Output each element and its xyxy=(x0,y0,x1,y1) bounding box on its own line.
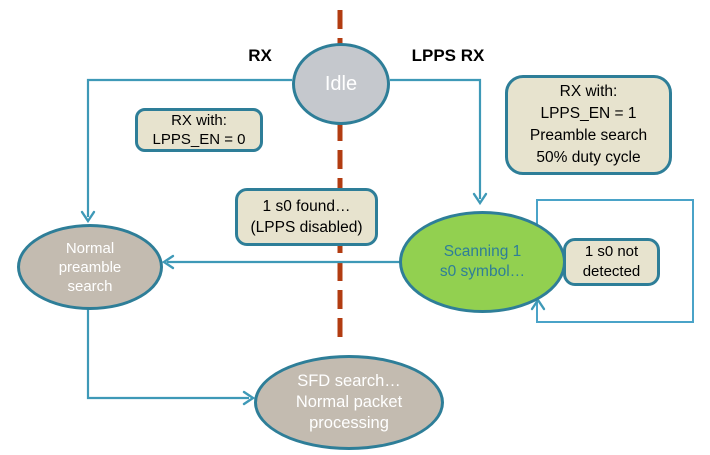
edge-normal-to-sfd xyxy=(86,309,249,400)
state-scanning-s0-symbol: Scanning 1 s0 symbol… xyxy=(399,211,566,313)
arrowhead-down-into-normal xyxy=(80,210,96,224)
state-label-line: Normal xyxy=(65,239,115,257)
state-normal-preamble-search: Normal preamble search xyxy=(17,224,163,310)
state-label-line: processing xyxy=(309,414,389,432)
state-idle: Idle xyxy=(292,43,390,125)
edge-label-rx: RX xyxy=(248,46,272,65)
callout-s0-found: 1 s0 found… (LPPS disabled) xyxy=(235,188,378,246)
state-label-line: SFD search… xyxy=(297,372,401,390)
state-label-line: preamble xyxy=(58,258,122,276)
arrowhead-down-into-scanning xyxy=(472,192,488,206)
callout-line: 1 s0 not xyxy=(584,243,639,260)
callout-rx-lpps-disabled: RX with: LPPS_EN = 0 xyxy=(135,108,263,152)
state-sfd-search-packet-processing: SFD search… Normal packet processing xyxy=(254,355,444,450)
callout-line: (LPPS disabled) xyxy=(250,219,363,236)
callout-line: Preamble search xyxy=(529,127,648,144)
edge-label-lpps-rx: LPPS RX xyxy=(411,46,485,65)
arrowhead-left-into-normal xyxy=(161,254,175,270)
state-label-line: Normal packet xyxy=(295,393,403,411)
callout-line: LPPS_EN = 1 xyxy=(540,105,637,122)
callout-line: 1 s0 found… xyxy=(262,198,351,215)
state-label-line: search xyxy=(67,277,113,295)
arrowhead-right-into-sfd xyxy=(242,390,256,406)
callout-line: LPPS_EN = 0 xyxy=(152,131,246,148)
callout-rx-lpps-enabled: RX with: LPPS_EN = 1 Preamble search 50%… xyxy=(505,75,672,175)
state-label-line: Scanning 1 xyxy=(443,243,522,260)
callout-line: RX with: xyxy=(171,112,227,129)
state-label-line: s0 symbol… xyxy=(439,263,526,280)
edge-idle-to-scanning xyxy=(390,78,482,199)
edge-idle-to-normal xyxy=(86,78,292,217)
callout-line: detected xyxy=(582,263,641,280)
state-idle-label: Idle xyxy=(324,72,358,95)
callout-line: 50% duty cycle xyxy=(536,149,641,166)
callout-line: RX with: xyxy=(559,83,618,100)
callout-s0-not-detected: 1 s0 not detected xyxy=(563,238,660,286)
